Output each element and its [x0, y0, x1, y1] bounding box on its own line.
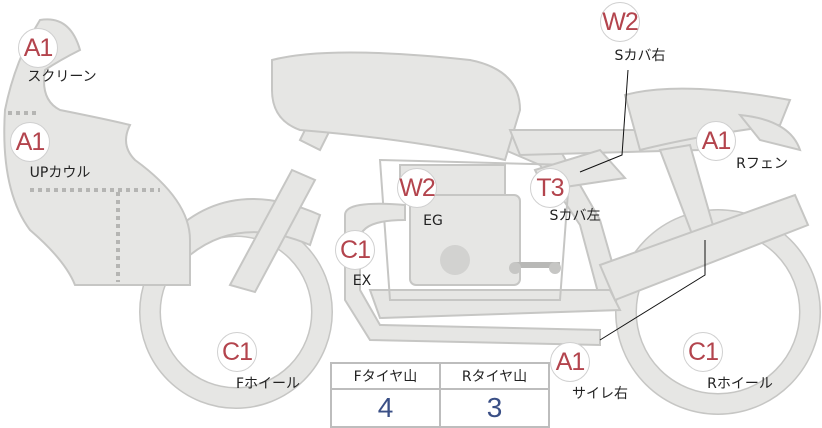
part-label-side-cover-right: Sカバ右: [614, 48, 666, 64]
part-label-rear-wheel: Rホイール: [707, 376, 773, 392]
tire-tread-table: Fタイヤ山 Rタイヤ山 4 3: [330, 362, 550, 428]
part-label-side-cover-left: Sカバ左: [549, 208, 601, 224]
grade-badge-front-wheel: C1: [217, 332, 257, 372]
front-tread-header: Fタイヤ山: [330, 362, 441, 390]
grade-badge-rear-fender: A1: [696, 121, 736, 161]
fuel-tank: [271, 51, 522, 162]
grade-badge-side-cover-right: W2: [600, 2, 640, 42]
grade-badge-silencer-right: A1: [550, 342, 590, 382]
rear-tread-header: Rタイヤ山: [439, 362, 550, 390]
grade-badge-engine: W2: [397, 168, 437, 208]
cowl: [3, 18, 191, 286]
part-label-silencer-right: サイレ右: [572, 386, 628, 402]
grade-badge-upper-cowl: A1: [10, 122, 50, 162]
part-label-rear-fender: Rフェン: [736, 156, 788, 172]
grade-badge-screen: A1: [18, 28, 58, 68]
rear-tread-value: 3: [439, 388, 550, 428]
grade-badge-side-cover-left: T3: [530, 168, 570, 208]
muffler: [598, 193, 810, 302]
grade-badge-rear-wheel: C1: [683, 332, 723, 372]
grade-badge-exhaust: C1: [335, 230, 375, 270]
part-label-upper-cowl: UPカウル: [29, 165, 91, 181]
front-tread-value: 4: [330, 388, 441, 428]
part-label-front-wheel: Fホイール: [235, 376, 301, 392]
part-label-engine: EG: [423, 213, 443, 229]
part-label-exhaust: EX: [352, 273, 372, 289]
part-label-screen: スクリーン: [27, 69, 97, 85]
